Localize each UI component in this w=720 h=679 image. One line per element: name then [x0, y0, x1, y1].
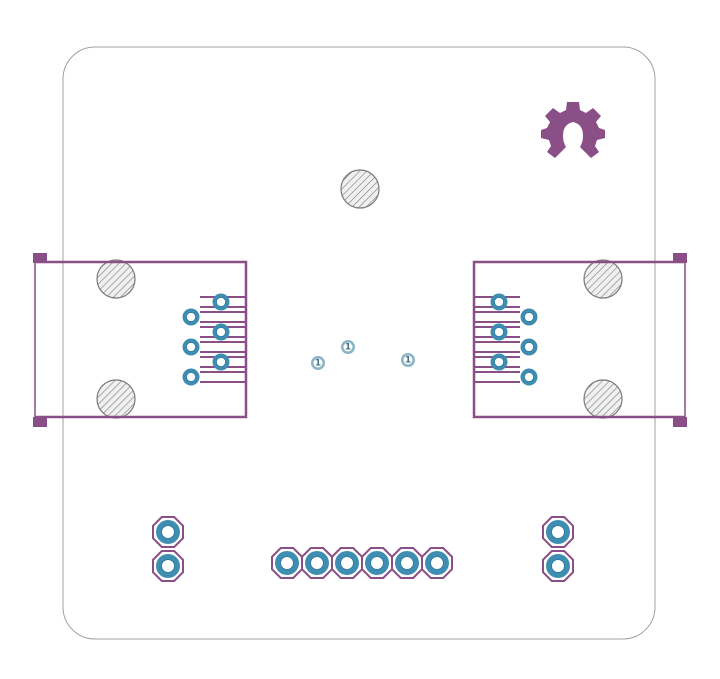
header-pin [331, 547, 363, 579]
vias: 1 1 1 [311, 340, 415, 370]
pad [490, 323, 508, 341]
mounting-hole [96, 379, 136, 419]
mounting-holes [96, 169, 623, 419]
mounting-hole [96, 259, 136, 299]
pin-headers [152, 516, 574, 582]
pad [212, 353, 230, 371]
pad [212, 323, 230, 341]
connector-tab [673, 417, 687, 427]
board-outline [62, 46, 656, 640]
pad [490, 353, 508, 371]
mounting-hole [583, 379, 623, 419]
rj-jack-left [33, 253, 248, 427]
header-pin [542, 550, 574, 582]
header-pin [361, 547, 393, 579]
pad [490, 293, 508, 311]
header-right [542, 516, 574, 582]
pad [212, 293, 230, 311]
open-hardware-gear-icon [541, 102, 605, 158]
header-pin [271, 547, 303, 579]
via: 1 [401, 353, 415, 367]
pad [520, 368, 538, 386]
pad [520, 308, 538, 326]
rj-jack-right [472, 253, 687, 427]
header-pin [421, 547, 453, 579]
via-label: 1 [405, 356, 411, 366]
pad [182, 368, 200, 386]
via-label: 1 [345, 343, 351, 353]
via-label: 1 [315, 359, 321, 369]
connector-body [35, 260, 248, 419]
connector-tab [33, 417, 47, 427]
connector-body [472, 260, 685, 419]
header-pin [152, 516, 184, 548]
header-pin [391, 547, 423, 579]
header-left [152, 516, 184, 582]
mounting-hole [583, 259, 623, 299]
via: 1 [341, 340, 355, 354]
pad [520, 338, 538, 356]
via: 1 [311, 356, 325, 370]
pad [182, 308, 200, 326]
mounting-hole [340, 169, 380, 209]
header-pin [301, 547, 333, 579]
connector-tab [673, 253, 687, 263]
header-pin [542, 516, 574, 548]
pad [182, 338, 200, 356]
header-center [271, 547, 453, 579]
connector-tab [33, 253, 47, 263]
header-pin [152, 550, 184, 582]
